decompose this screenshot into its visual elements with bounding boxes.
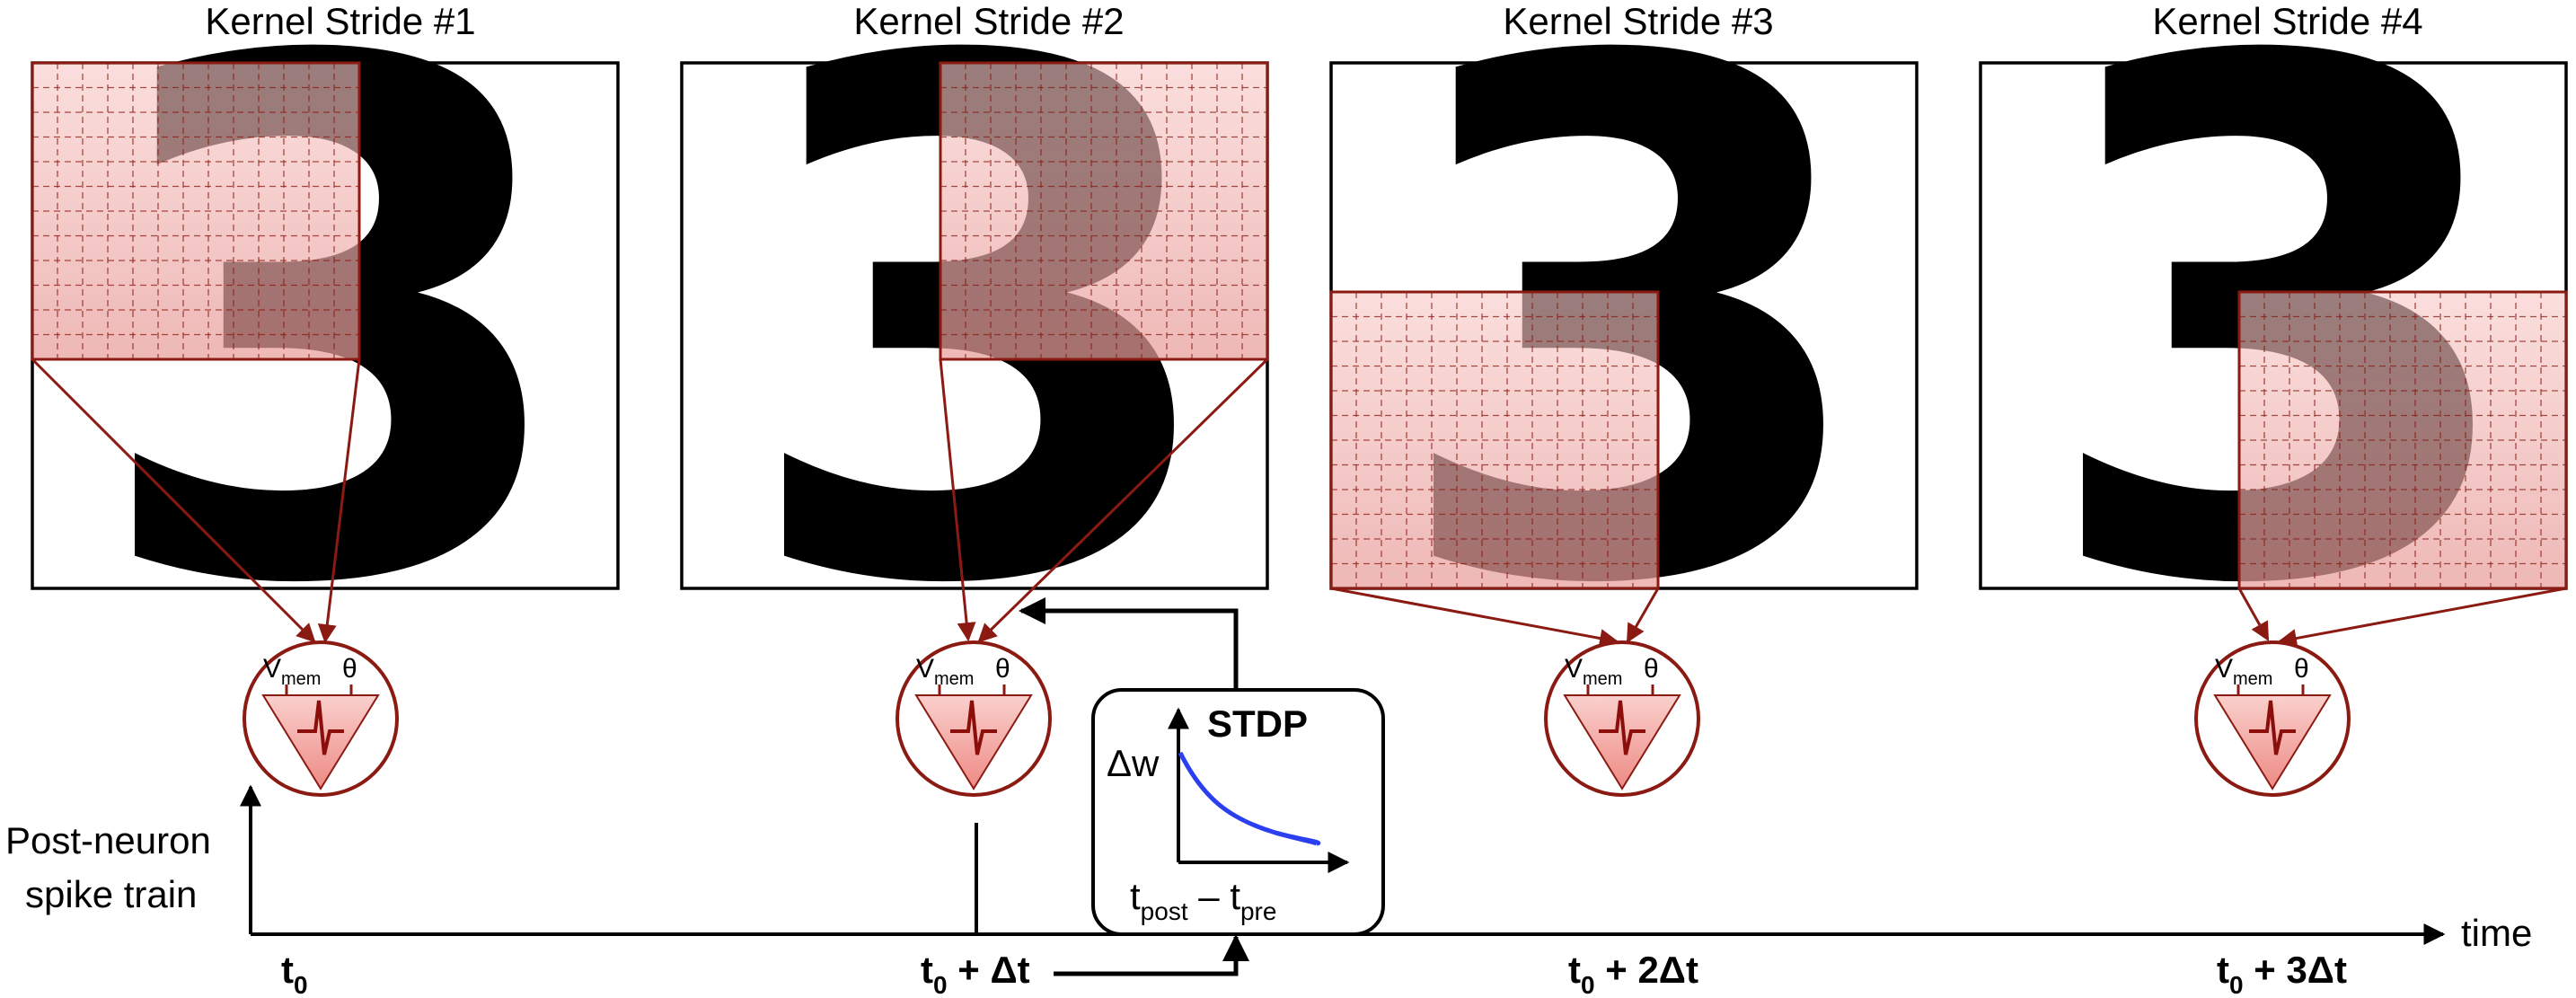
theta-label: θ — [995, 654, 1010, 684]
receptive-line-right — [317, 358, 361, 644]
neuron-body — [261, 694, 380, 790]
vmem-label: Vmem — [916, 654, 974, 689]
spike-waveform — [297, 700, 344, 755]
receptive-line-left — [31, 358, 316, 643]
convolution-kernel — [31, 61, 361, 361]
receptive-line-left — [2237, 587, 2270, 641]
kernel-border — [1329, 290, 1660, 590]
neuron-body — [1563, 694, 1681, 790]
neuron-body — [2213, 694, 2332, 790]
time-axis: time Post-neuron spike train t0 t0 + Δt … — [5, 784, 2532, 998]
theta-label: θ — [2294, 654, 2309, 684]
receptive-line-right — [2277, 587, 2567, 648]
panel-title: Kernel Stride #3 — [1503, 0, 1773, 42]
vmem-label: Vmem — [2215, 654, 2272, 689]
kernel-border — [31, 61, 361, 361]
axis-label-time: time — [2461, 912, 2532, 954]
time-label-t3: t0 + 3Δt — [2217, 949, 2347, 998]
stdp-xlabel: tpost – tpre — [1130, 875, 1276, 925]
spike-waveform — [950, 700, 997, 755]
receptive-line-right — [977, 358, 1269, 643]
neuron-body — [914, 694, 1033, 790]
kernel-border — [939, 61, 1269, 361]
panel-title: Kernel Stride #2 — [853, 0, 1124, 42]
panel-title: Kernel Stride #4 — [2152, 0, 2422, 42]
time-label-t2: t0 + 2Δt — [1568, 949, 1698, 998]
vmem-label: Vmem — [1565, 654, 1622, 689]
convolution-kernel — [1329, 290, 1660, 590]
spike-waveform — [1599, 700, 1645, 755]
feedback-arrow-in — [1054, 934, 1249, 976]
spike-waveform — [2249, 700, 2296, 755]
convolution-kernel — [939, 61, 1269, 361]
stdp-decay-curve-tail — [1275, 830, 1319, 846]
receptive-line-left — [1330, 587, 1619, 648]
stdp-box-frame — [1091, 688, 1385, 936]
stdp-box: STDP Δw tpost – tpre — [1091, 688, 1385, 936]
stdp-title: STDP — [1207, 702, 1308, 745]
theta-label: θ — [342, 654, 357, 684]
receptive-line-right — [1626, 587, 1660, 643]
stdp-ylabel: Δw — [1107, 742, 1160, 784]
axis-label-spike-train-line2: spike train — [25, 873, 197, 915]
panel-title: Kernel Stride #1 — [205, 0, 475, 42]
stdp-feedback-loop — [1019, 597, 1249, 976]
kernel-border — [2237, 290, 2568, 590]
convolution-kernel — [2237, 290, 2568, 590]
axis-label-spike-train-line1: Post-neuron — [5, 819, 211, 861]
time-label-t1: t0 + Δt — [921, 949, 1030, 998]
feedback-arrow-out — [1019, 597, 1239, 690]
receptive-line-left — [939, 358, 976, 642]
vmem-label: Vmem — [263, 654, 321, 689]
time-label-t0: t0 — [281, 949, 308, 998]
theta-label: θ — [1644, 654, 1659, 684]
